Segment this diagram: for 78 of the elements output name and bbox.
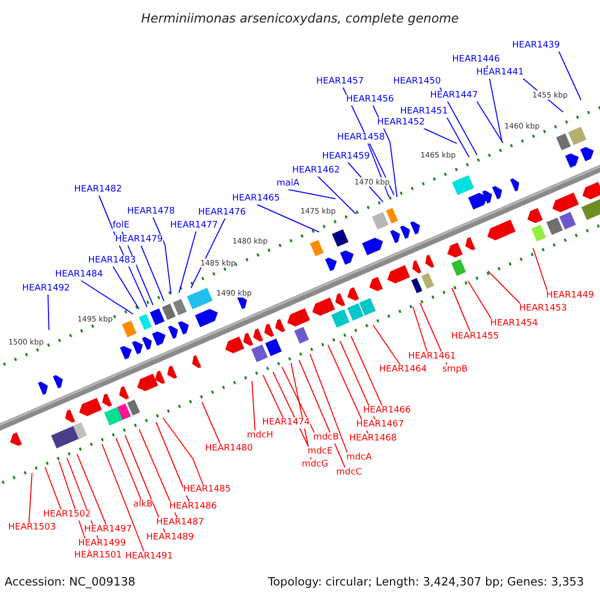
leader-line — [476, 101, 504, 144]
leader-line — [350, 336, 382, 406]
leader-line — [288, 189, 336, 200]
gene-label: HEAR1474 — [262, 418, 310, 428]
gene-label: folE — [112, 220, 130, 232]
gene-label: HEAR1477 — [170, 220, 218, 232]
gene-label: HEAR1499 — [78, 538, 126, 550]
gene-label: HEAR1485 — [183, 484, 231, 496]
leader-line — [76, 454, 106, 525]
gene-label: HEAR1467 — [356, 420, 404, 430]
gene-label: HEAR1446 — [452, 54, 500, 66]
gene-label: HEAR1457 — [316, 76, 364, 88]
leader-line — [340, 340, 376, 420]
gene-label: HEAR1465 — [232, 194, 280, 204]
gene-label: HEAR1458 — [337, 132, 385, 144]
leader-line — [202, 402, 220, 444]
leader-line — [446, 117, 470, 158]
leader-line — [532, 248, 548, 291]
gene-label: HEAR1447 — [430, 90, 478, 102]
leader-line — [112, 266, 140, 310]
leader-line — [138, 428, 178, 518]
leader-line — [328, 344, 368, 434]
gene-label: HEAR1482 — [74, 184, 122, 196]
leader-line — [298, 360, 346, 468]
leader-line — [310, 354, 348, 453]
gene-label: maiA — [276, 178, 300, 190]
gene-label: HEAR1450 — [393, 76, 441, 88]
leader-line — [372, 324, 400, 365]
title: Herminiimonas arsenicoxydans, complete genome — [141, 12, 459, 24]
gene-label: HEAR1459 — [322, 152, 370, 162]
leader-line — [468, 280, 492, 319]
leader-line — [252, 380, 256, 431]
gene-label: HEAR1456 — [346, 94, 394, 106]
gene-label: HEAR1452 — [377, 118, 425, 128]
leader-line — [318, 176, 356, 214]
gene-label: HEAR1461 — [408, 352, 456, 362]
leader-line — [256, 204, 320, 232]
leader-line — [452, 288, 470, 332]
gene-label: mdcE — [307, 446, 333, 458]
leader-line — [178, 231, 196, 294]
gene-label: HEAR1451 — [400, 106, 448, 118]
leader-line — [116, 438, 142, 500]
leader-line — [412, 306, 428, 352]
genome-info-text: Topology: circular; Length: 3,424,307 bp; Genes: 3,353 — [268, 576, 584, 588]
leader-line — [48, 294, 50, 330]
gene-label: HEAR1476 — [198, 208, 246, 218]
leader-line — [162, 418, 204, 485]
gene-label: HEAR1441 — [476, 68, 524, 78]
accession-text: Accession: NC_009138 — [4, 576, 136, 588]
leader-line — [156, 422, 190, 502]
leader-line — [190, 218, 226, 288]
gene-label: HEAR1479 — [115, 234, 163, 246]
leader-line — [140, 245, 164, 302]
leader-line — [80, 280, 134, 314]
leader-line — [124, 434, 166, 533]
leader-line — [372, 105, 398, 198]
leader-line — [44, 466, 62, 510]
gene-label: mdcB — [313, 432, 339, 444]
gene-label: HEAR1487 — [156, 518, 204, 528]
leader-line — [262, 374, 284, 418]
leader-line — [486, 65, 502, 142]
gene-label: HEAR1484 — [55, 270, 103, 280]
leader-line — [152, 217, 172, 294]
gene-label: HEAR1497 — [84, 524, 132, 536]
gene-label: HEAR1466 — [363, 406, 411, 416]
leader-line — [102, 444, 144, 552]
leader-line — [423, 128, 458, 144]
leader-line — [28, 472, 32, 523]
gene-label: HEAR1439 — [512, 40, 560, 52]
leader-line — [558, 51, 582, 100]
gene-label: HEAR1462 — [292, 166, 340, 176]
gene-label: HEAR1486 — [169, 502, 217, 512]
gene-label: smpB — [442, 364, 468, 376]
gene-label: HEAR1483 — [88, 256, 136, 266]
leader-line — [488, 270, 521, 304]
leader-line — [282, 366, 315, 433]
gene-label: HEAR1502 — [43, 510, 91, 520]
gene-label: HEAR1478 — [127, 206, 175, 218]
